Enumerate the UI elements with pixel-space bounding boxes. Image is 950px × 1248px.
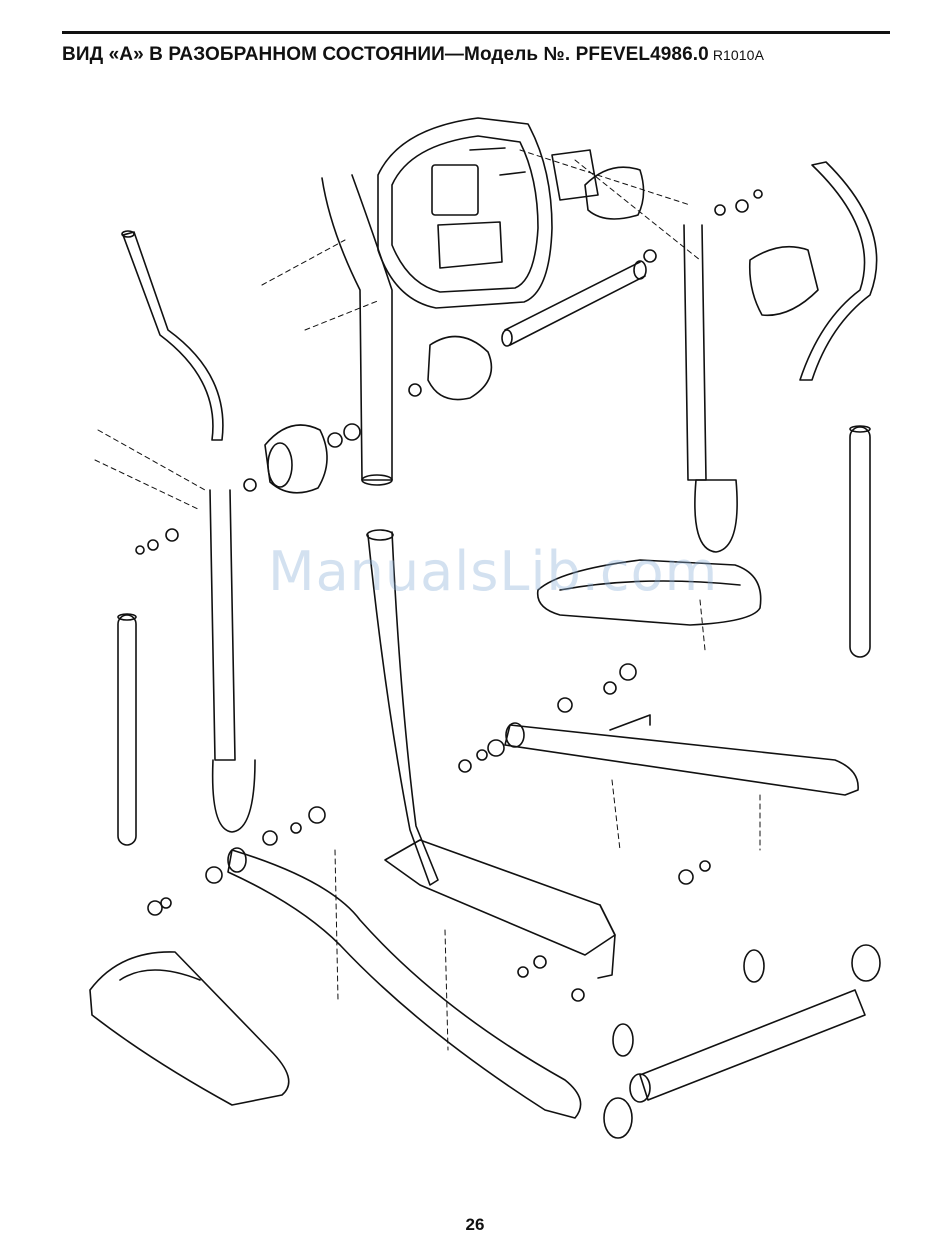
top-rule	[62, 31, 890, 34]
watermark: ManualsLib.com	[268, 540, 718, 603]
base-frame	[385, 840, 615, 978]
left-pedal	[90, 952, 289, 1105]
right-pedal-arm	[505, 715, 858, 795]
console-part	[378, 118, 552, 308]
page-title: ВИД «А» В РАЗОБРАННОМ СОСТОЯНИИ—Модель №…	[62, 44, 890, 66]
revision-code: R1010A	[713, 47, 764, 63]
exploded-view-diagram	[0, 90, 950, 1200]
page-title-text: ВИД «А» В РАЗОБРАННОМ СОСТОЯНИИ—Модель №…	[62, 44, 709, 65]
right-arm	[684, 162, 877, 552]
crank-assembly	[265, 261, 646, 493]
left-arm	[122, 231, 255, 832]
upright-frame	[322, 175, 438, 885]
page-number: 26	[0, 1215, 950, 1235]
left-pedal-arm	[228, 848, 581, 1118]
rear-stabilizer	[604, 945, 880, 1138]
